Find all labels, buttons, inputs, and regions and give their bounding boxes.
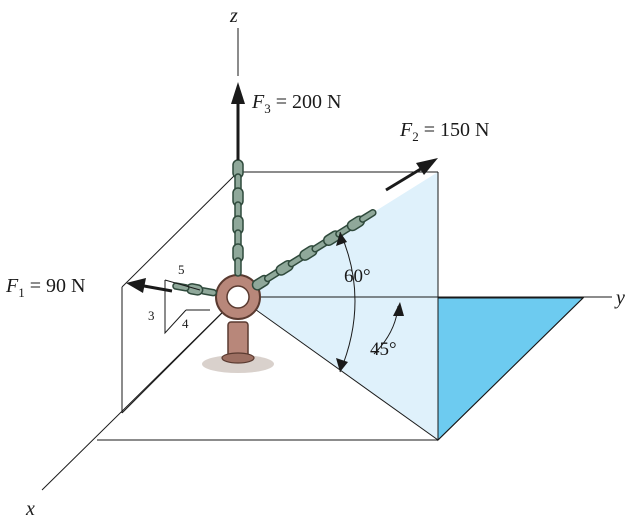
floor-edge <box>437 297 584 441</box>
box-edge <box>237 296 439 441</box>
coordinate-axes: z y x <box>25 5 625 520</box>
f2-arrow-head <box>416 158 438 175</box>
box-edge <box>121 171 239 288</box>
f2-plane <box>238 172 438 440</box>
labels: F3 = 200 N F2 = 150 N F1 = 90 N 60° 45° <box>5 91 489 360</box>
slope-hyp-label: 5 <box>178 262 185 277</box>
angle-markers <box>336 231 404 373</box>
y-axis-label: y <box>614 287 625 309</box>
z-axis-label: z <box>229 5 238 27</box>
angle-60-label: 60° <box>344 266 371 287</box>
x-axis-label: x <box>25 498 35 520</box>
f2-arrow-shaft <box>385 165 425 192</box>
slope-triangle-hyp <box>164 279 201 291</box>
chain-f1 <box>172 282 218 297</box>
eyebolt-base <box>221 352 255 364</box>
angle-45-arrow <box>393 302 404 316</box>
slope-vert-label: 3 <box>148 308 155 323</box>
angle-45-label: 45° <box>370 339 397 360</box>
angle-60-arc <box>339 231 356 373</box>
f1-label: F1 = 90 N <box>5 275 85 300</box>
slope-triangle-lines <box>164 280 187 335</box>
angle-60-arrow-top <box>336 232 347 246</box>
slope-triangle: 5 3 4 <box>148 262 210 335</box>
f1-arrow-head <box>126 278 146 293</box>
eyebolt-hole <box>226 285 250 309</box>
force-arrows <box>126 82 438 293</box>
angle-60-arrow-bottom <box>336 358 348 372</box>
eyebolt <box>215 274 261 364</box>
eyebolt-shadow <box>202 355 274 373</box>
slope-horiz-label: 4 <box>182 316 189 331</box>
f2-label: F2 = 150 N <box>399 119 489 144</box>
f3-arrow-head <box>231 82 245 104</box>
chain-f3 <box>232 159 244 277</box>
x-axis <box>41 296 239 491</box>
f1-arrow-shaft <box>143 284 173 293</box>
reference-planes <box>97 171 585 442</box>
f3-label: F3 = 200 N <box>251 91 341 116</box>
